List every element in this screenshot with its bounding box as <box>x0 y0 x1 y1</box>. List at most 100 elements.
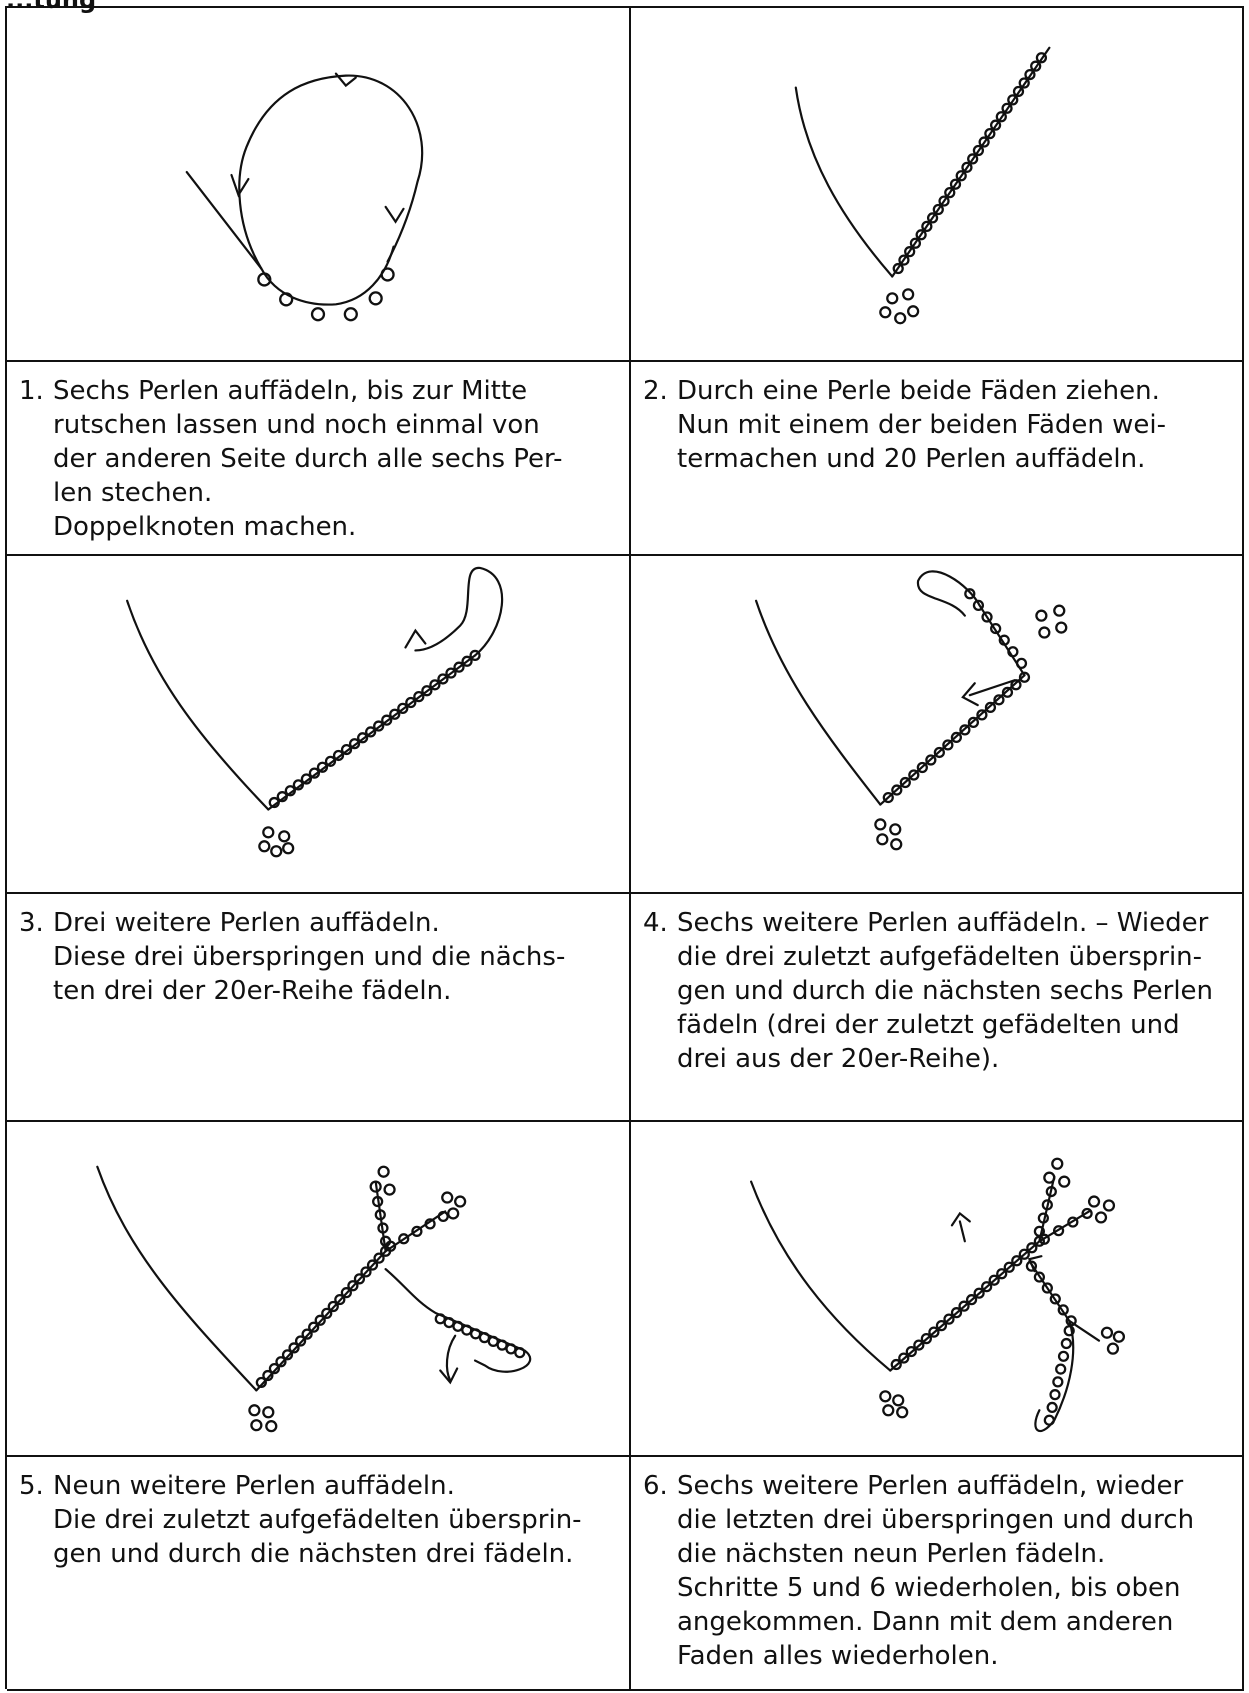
bead <box>389 708 401 720</box>
bead <box>995 111 1007 123</box>
bead <box>1057 1350 1070 1362</box>
bead <box>932 203 944 216</box>
step-line: Sechs weitere Perlen auffädeln, wieder <box>677 1471 1184 1501</box>
bead <box>281 1349 294 1361</box>
bead <box>898 254 910 266</box>
step-line: Neun weitere Perlen auffädeln. <box>53 1471 455 1501</box>
step-line: Faden alles wiederholen. <box>677 1641 999 1671</box>
bead <box>965 1294 978 1306</box>
bead <box>928 1326 940 1338</box>
bead <box>397 702 409 714</box>
bead <box>1067 1216 1079 1228</box>
step-number: 5. <box>19 1471 44 1501</box>
step-line: len stechen. <box>53 478 213 508</box>
bead <box>943 1313 955 1325</box>
bead <box>437 1210 449 1223</box>
bead <box>955 170 967 182</box>
bead <box>967 716 980 729</box>
step-line: Die drei zuletzt aufgefädelten übersprin… <box>53 1505 582 1535</box>
bead <box>993 694 1005 706</box>
bead <box>1003 1261 1015 1273</box>
bead <box>372 1195 384 1208</box>
step-number: 3. <box>19 908 44 938</box>
bead <box>453 661 465 673</box>
bead <box>976 709 988 721</box>
bead <box>981 611 993 623</box>
step-6-text: 6. Sechs weitere Perlen auffädeln, wiede… <box>631 1457 1244 1691</box>
bead <box>1025 1260 1038 1272</box>
step-line: gen und durch die nächsten drei fädeln. <box>53 1539 574 1569</box>
step-number: 6. <box>643 1471 668 1501</box>
bead <box>913 1339 925 1351</box>
bead <box>288 1342 300 1354</box>
step-4-illustration <box>631 556 1244 894</box>
bead <box>348 738 361 750</box>
bead <box>353 1273 366 1285</box>
bead <box>988 1274 1000 1286</box>
bead <box>437 673 449 685</box>
step-line: Sechs Perlen auffädeln, bis zur Mitte <box>53 376 528 406</box>
bead <box>429 679 441 691</box>
bead <box>365 726 377 738</box>
bead <box>496 1339 508 1351</box>
bead <box>1065 1315 1077 1327</box>
bead <box>964 588 976 600</box>
bead <box>469 1328 482 1340</box>
bead <box>445 667 457 679</box>
bead <box>916 761 928 774</box>
bead <box>381 714 393 726</box>
bead <box>1045 1185 1057 1198</box>
bead <box>972 144 985 157</box>
bead <box>1035 52 1048 64</box>
bead <box>958 1300 970 1312</box>
bead <box>366 1259 379 1271</box>
bead <box>398 1233 410 1245</box>
step-line: termachen und 20 Perlen auffädeln. <box>677 444 1146 474</box>
bead <box>1060 1337 1072 1350</box>
bead <box>933 746 945 759</box>
bead <box>308 1321 320 1333</box>
step-3-text: 3. Drei weitere Perlen auffädeln. Diese … <box>7 894 631 1122</box>
bead <box>294 1335 307 1347</box>
bead <box>942 739 954 751</box>
bead <box>1011 1255 1023 1267</box>
bead <box>959 724 971 736</box>
step-line: der anderen Seite durch alle sechs Per- <box>53 444 563 474</box>
bead <box>1018 77 1030 89</box>
bead <box>384 1240 397 1252</box>
bead <box>1001 686 1014 698</box>
bead <box>461 1324 473 1336</box>
bead <box>360 1266 372 1278</box>
step-2-illustration <box>631 8 1244 362</box>
bead <box>998 634 1010 646</box>
bead <box>478 1331 491 1344</box>
bead <box>340 743 353 756</box>
bead <box>276 791 288 803</box>
bead <box>373 1252 385 1264</box>
bead <box>505 1343 517 1355</box>
bead <box>891 784 903 796</box>
bead <box>1081 1207 1093 1220</box>
step-number: 2. <box>643 376 668 406</box>
bead <box>1018 1248 1030 1260</box>
bead <box>984 127 996 140</box>
bead <box>882 791 894 804</box>
step-number: 1. <box>19 376 44 406</box>
bead <box>989 119 1002 131</box>
bead <box>909 237 922 249</box>
bead <box>292 779 304 791</box>
step-line: Diese drei überspringen und die nächs- <box>53 942 566 972</box>
step-line: Durch eine Perle beide Fäden ziehen. <box>677 376 1160 406</box>
bead <box>944 187 956 199</box>
bead <box>332 749 345 762</box>
bead <box>347 1280 359 1292</box>
bead <box>424 1218 436 1230</box>
step-line: angekommen. Dann mit dem anderen <box>677 1607 1174 1637</box>
bead <box>1057 1304 1069 1316</box>
bead <box>950 731 962 744</box>
bead <box>321 1307 333 1319</box>
bead <box>938 195 950 207</box>
bead <box>1052 1225 1065 1237</box>
bead <box>1049 1389 1061 1401</box>
bead <box>1026 1242 1038 1254</box>
